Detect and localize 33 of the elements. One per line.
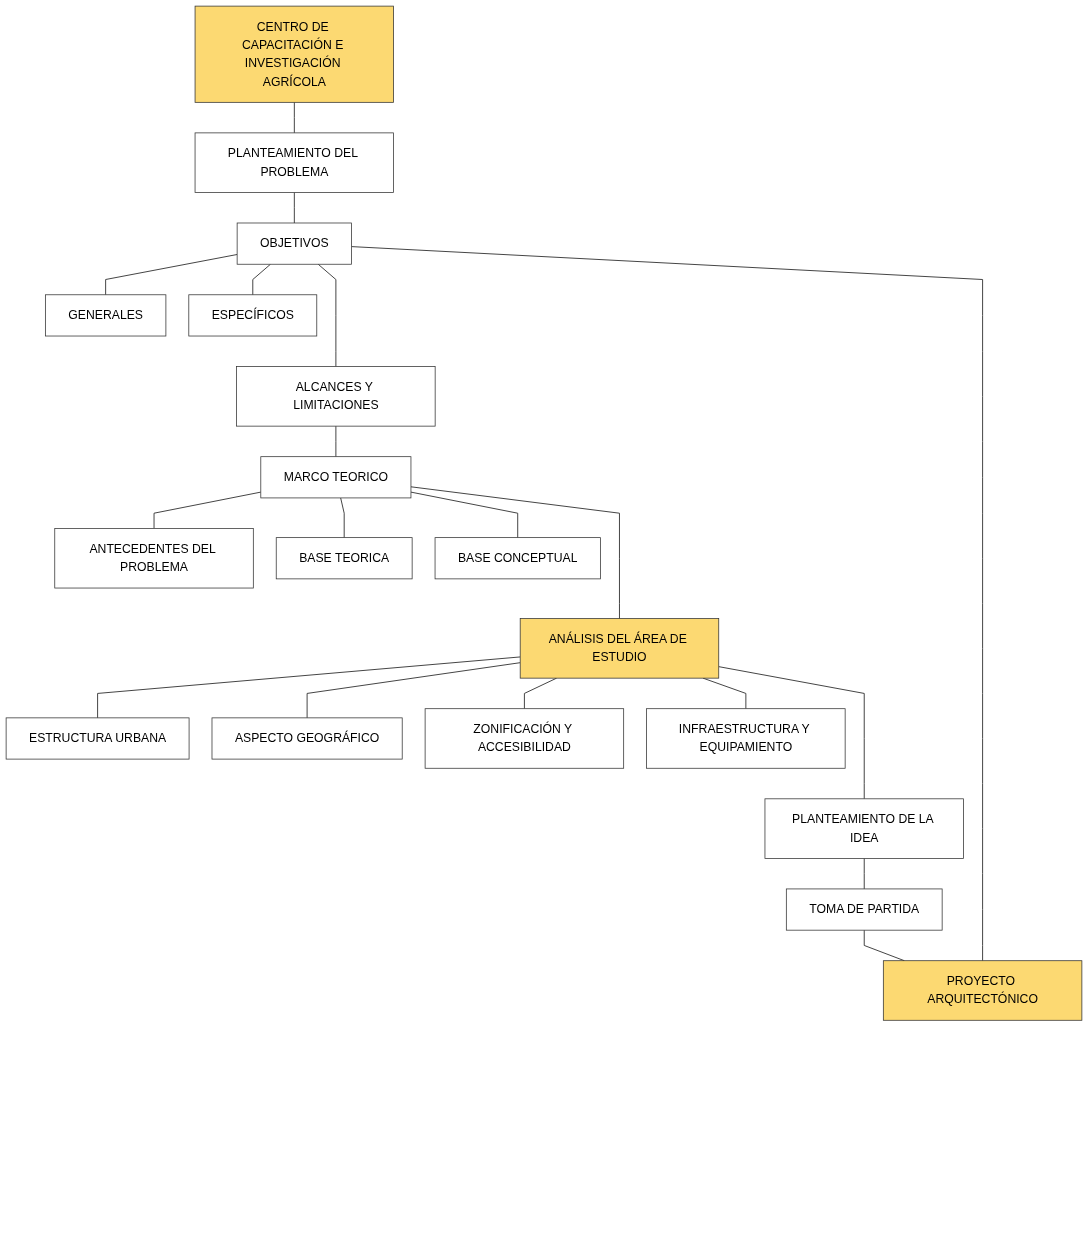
node-box: PLANTEAMIENTO DEL PROBLEMA (194, 132, 394, 193)
connector (306, 662, 521, 719)
node-box: PLANTEAMIENTO DE LA IDEA (764, 798, 964, 859)
node-box: CENTRO DE CAPACITACIÓN E INVESTIGACIÓN AGRÍCOLA (194, 5, 394, 103)
connector (97, 656, 521, 719)
connector (317, 263, 337, 368)
node-box: INFRAESTRUCTURA Y EQUIPAMIENTO (646, 708, 846, 769)
connector (340, 497, 345, 539)
connector (252, 263, 271, 296)
connector (718, 666, 865, 800)
connector (153, 491, 262, 529)
node-box: TOMA DE PARTIDA (785, 888, 943, 931)
node-box: PROYECTO ARQUITECTÓNICO (882, 960, 1083, 1021)
connector (410, 486, 620, 620)
node-box: OBJETIVOS (236, 222, 352, 265)
node-box: ESPECÍFICOS (188, 294, 318, 337)
connector (105, 254, 238, 296)
node-box: ALCANCES Y LIMITACIONES (236, 366, 436, 427)
node-box: MARCO TEORICO (260, 456, 412, 499)
node-box: ZONIFICACIÓN Y ACCESIBILIDAD (424, 708, 625, 769)
node-box: GENERALES (45, 294, 167, 337)
node-box: ANÁLISIS DEL ÁREA DE ESTUDIO (519, 618, 720, 679)
node-box: ANTECEDENTES DEL PROBLEMA (54, 528, 254, 589)
node-box: ESTRUCTURA URBANA (5, 717, 190, 760)
node-box: BASE TEORICA (275, 537, 413, 580)
connector (410, 491, 519, 539)
connector (335, 425, 337, 458)
connector (293, 101, 295, 134)
connector (863, 857, 865, 890)
node-box: ASPECTO GEOGRÁFICO (211, 717, 403, 760)
connector (351, 246, 984, 962)
node-box: BASE CONCEPTUAL (434, 537, 601, 580)
connector (293, 192, 295, 224)
